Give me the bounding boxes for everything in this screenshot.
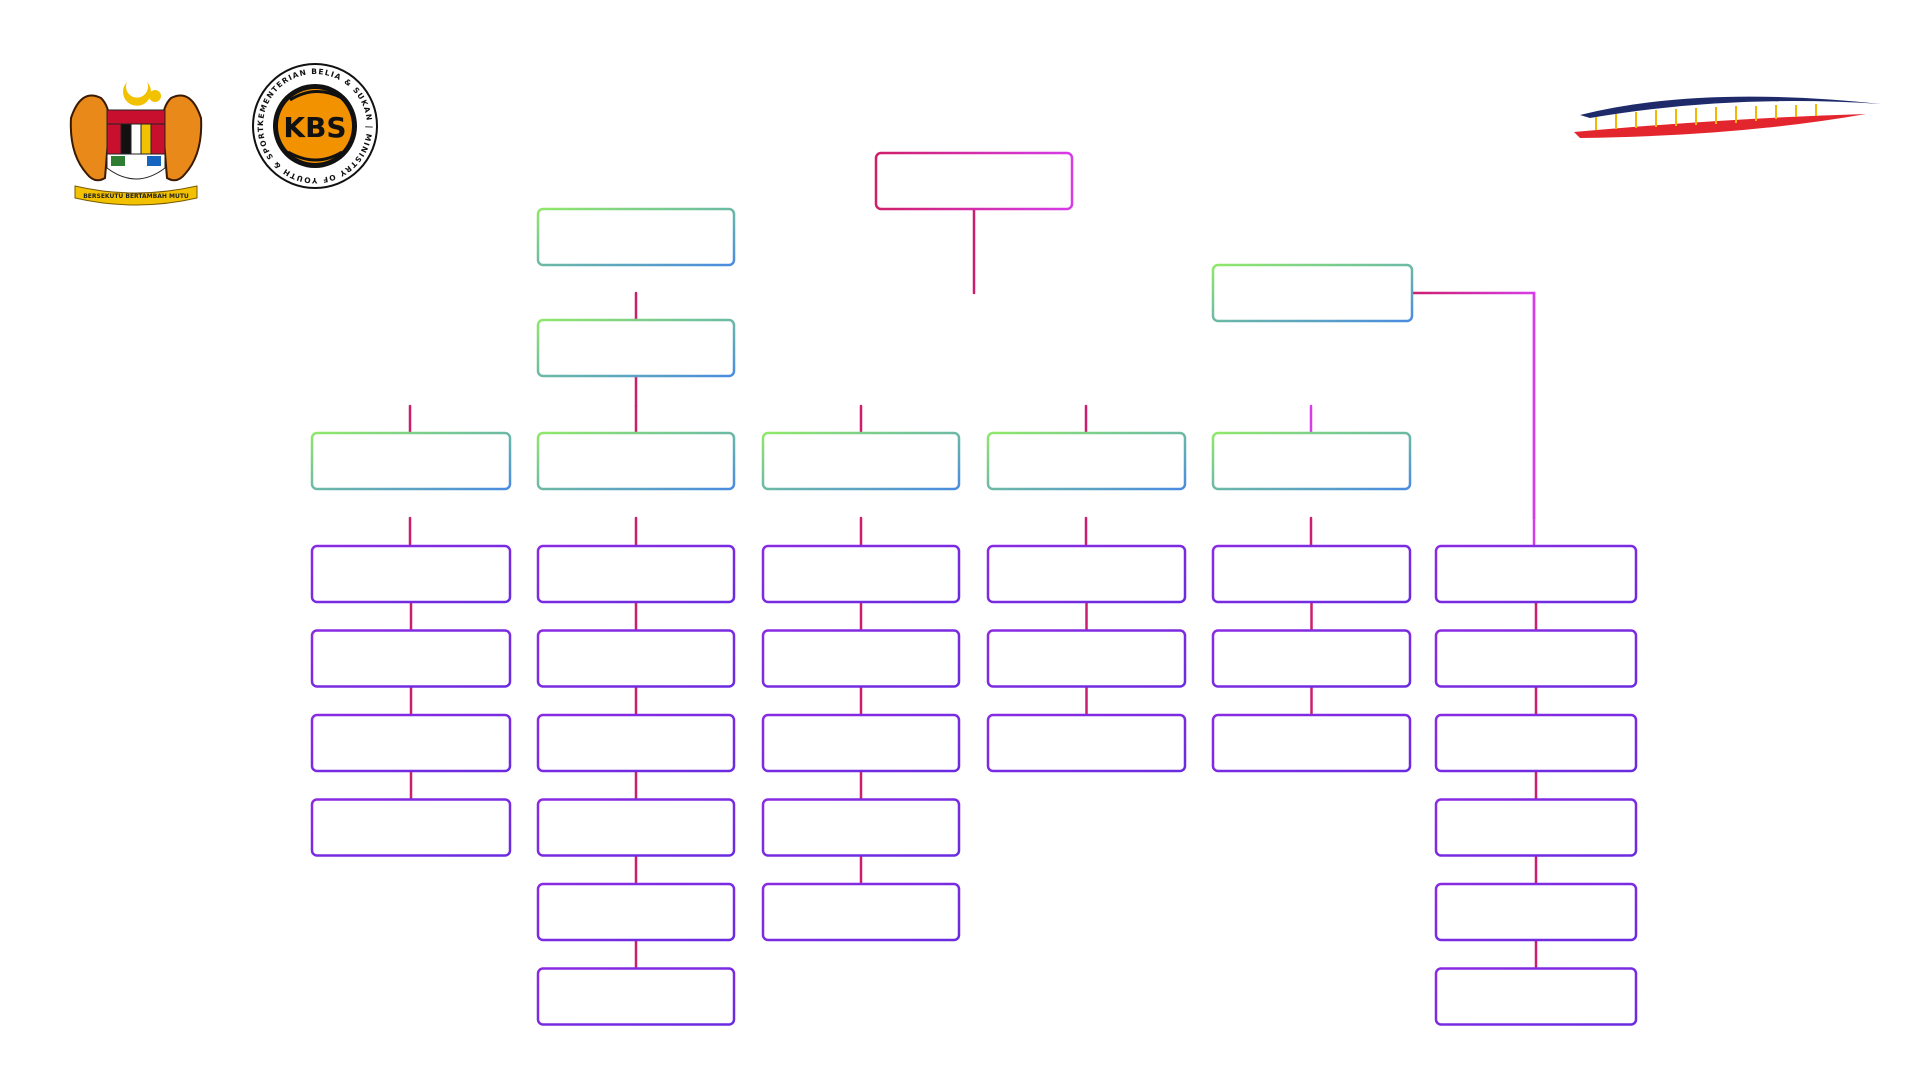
connector-lines: [408, 207, 1536, 548]
advisor-box: [536, 207, 736, 267]
column-3-box-3: [761, 713, 961, 773]
column-5-box-1: [1211, 544, 1412, 604]
column-connectors: [409, 602, 1538, 969]
column-2-box-5: [536, 882, 736, 942]
column-3-box-4: [761, 798, 961, 857]
units-row: [310, 431, 1412, 491]
column-4-box-3: [986, 713, 1187, 773]
swoosh-emblem-icon: [1574, 96, 1881, 138]
kbs-monogram: KBS: [283, 111, 346, 144]
column-2-box-1: [536, 544, 736, 604]
column-1-box-1: [310, 544, 512, 604]
column-1-box-3: [310, 713, 512, 773]
top-box: [874, 151, 1074, 211]
unit-box-2: [536, 431, 736, 491]
column-4-box-2: [986, 629, 1187, 688]
unit-box-1: [310, 431, 512, 491]
column-6-box-3: [1434, 713, 1638, 773]
deputy-box: [1211, 263, 1414, 323]
department-columns: [310, 544, 1638, 1026]
column-6-box-6: [1434, 967, 1638, 1026]
column-5-box-3: [1211, 713, 1412, 773]
column-2-box-4: [536, 798, 736, 857]
column-6-box-2: [1434, 629, 1638, 688]
column-2-box-6: [536, 967, 736, 1026]
column-3-box-2: [761, 629, 961, 688]
column-4-box-1: [986, 544, 1187, 604]
column-6-box-5: [1434, 882, 1638, 942]
column-6-box-1: [1434, 544, 1638, 604]
malaysia-coat-of-arms-icon: BERSEKUTU BERTAMBAH MUTU: [69, 82, 203, 206]
column-1-box-4: [310, 798, 512, 857]
secretary-box: [536, 318, 736, 378]
column-3-box-5: [761, 882, 961, 942]
column-2-box-3: [536, 713, 736, 773]
unit-box-3: [761, 431, 961, 491]
column-5-box-2: [1211, 629, 1412, 688]
column-2-box-2: [536, 629, 736, 688]
column-6-box-4: [1434, 798, 1638, 857]
unit-box-5: [1211, 431, 1412, 491]
column-1-box-2: [310, 629, 512, 688]
motto-text: BERSEKUTU BERTAMBAH MUTU: [83, 193, 189, 200]
column-3-box-1: [761, 544, 961, 604]
unit-box-4: [986, 431, 1187, 491]
